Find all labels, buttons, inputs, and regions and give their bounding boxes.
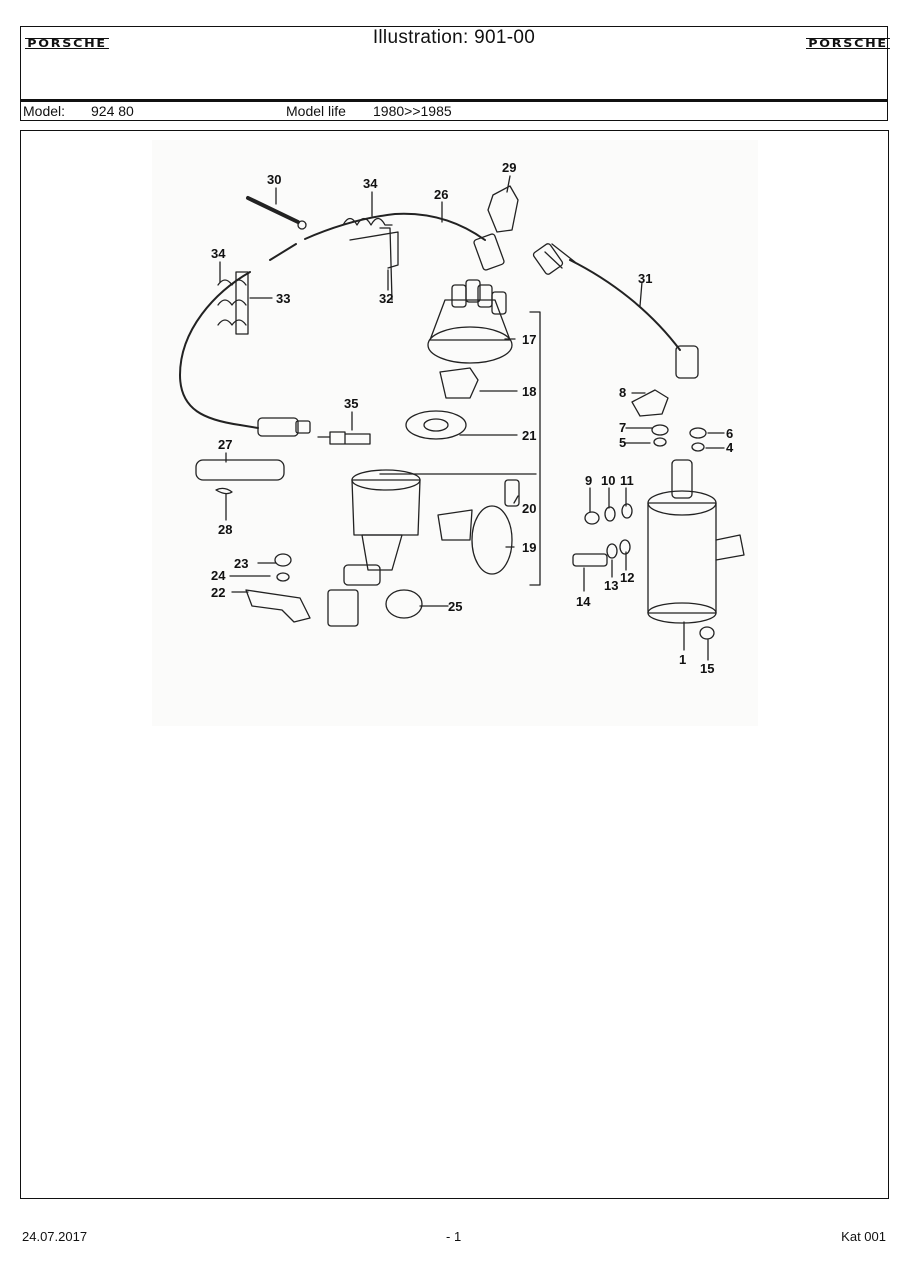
- callout-18: 18: [522, 384, 536, 399]
- porsche-logo-right: PORSCHE: [805, 37, 890, 50]
- callout-4: 4: [726, 440, 734, 455]
- porsche-logo-left: PORSCHE: [25, 37, 110, 50]
- logo-left-text: PORSCHE: [25, 38, 110, 49]
- callout-22: 22: [211, 585, 225, 600]
- callout-1: 1: [679, 652, 686, 667]
- callout-33: 33: [276, 291, 290, 306]
- callout-8: 8: [619, 385, 626, 400]
- callout-34-left: 34: [211, 246, 226, 261]
- callout-12: 12: [620, 570, 634, 585]
- callout-23: 23: [234, 556, 248, 571]
- callout-32: 32: [379, 291, 393, 306]
- callout-15: 15: [700, 661, 714, 676]
- exploded-parts-illustration: 30 34 26 29 31 34 33 32 17 18 8 35 7 6 2…: [152, 140, 758, 726]
- callout-11: 11: [620, 473, 634, 488]
- callout-5: 5: [619, 435, 626, 450]
- illustration-frame: [20, 130, 889, 1199]
- callout-26: 26: [434, 187, 448, 202]
- callout-17: 17: [522, 332, 536, 347]
- model-life-value: 1980>>1985: [373, 103, 452, 119]
- callout-13: 13: [604, 578, 618, 593]
- callout-34-top: 34: [363, 176, 378, 191]
- callout-19: 19: [522, 540, 536, 555]
- callout-9: 9: [585, 473, 592, 488]
- print-date: 24.07.2017: [22, 1229, 88, 1244]
- callout-6: 6: [726, 426, 733, 441]
- callout-14: 14: [576, 594, 591, 609]
- callout-30: 30: [267, 172, 281, 187]
- ignition-parts-drawing: 30 34 26 29 31 34 33 32 17 18 8 35 7 6 2…: [179, 160, 745, 676]
- model-row: Model: 924 80 Model life 1980>>1985: [21, 102, 887, 121]
- callout-20: 20: [522, 501, 536, 516]
- catalog-id: Kat 001: [841, 1229, 886, 1244]
- page-number: - 1: [446, 1229, 462, 1244]
- logo-right-text: PORSCHE: [805, 38, 890, 49]
- callout-25: 25: [448, 599, 462, 614]
- callout-29: 29: [502, 160, 516, 175]
- callout-28: 28: [218, 522, 232, 537]
- callout-27: 27: [218, 437, 232, 452]
- callout-7: 7: [619, 420, 626, 435]
- header-box: PORSCHE Illustration: 901-00 PORSCHE Mod…: [20, 26, 890, 121]
- model-label: Model:: [23, 103, 66, 119]
- model-value: 924 80: [91, 103, 134, 119]
- model-life-label: Model life: [286, 103, 346, 119]
- header-rule: [21, 99, 887, 102]
- callout-24: 24: [211, 568, 226, 583]
- page-title: Illustration: 901-00: [372, 27, 536, 48]
- callout-21: 21: [522, 428, 536, 443]
- callout-31: 31: [638, 271, 652, 286]
- callout-35: 35: [344, 396, 358, 411]
- callout-10: 10: [601, 473, 615, 488]
